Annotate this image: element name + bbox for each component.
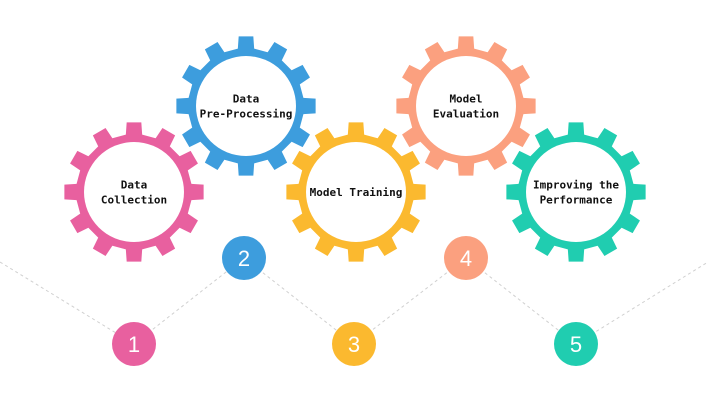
step-marker-1: 1 <box>112 322 156 366</box>
gear-step-3: Model Training <box>286 122 426 262</box>
gear-label-line: Improving the <box>533 179 619 192</box>
gear-label-line: Data <box>121 179 148 192</box>
step-marker-circle <box>554 322 598 366</box>
step-marker-circle <box>444 236 488 280</box>
connector-segment <box>0 261 135 345</box>
gear-label-line: Model <box>449 93 482 106</box>
connector-lines <box>0 257 708 345</box>
gear-label-line: Evaluation <box>433 108 499 121</box>
gear-inner-circle <box>196 56 296 156</box>
step-marker-circle <box>112 322 156 366</box>
gear-label-line: Collection <box>101 194 167 207</box>
step-marker-2: 2 <box>222 236 266 280</box>
step-number: 5 <box>570 332 582 357</box>
connector-segment <box>465 257 577 345</box>
step-marker-circle <box>222 236 266 280</box>
step-marker-5: 5 <box>554 322 598 366</box>
step-number: 3 <box>348 332 360 357</box>
step-markers: 1 2 3 4 5 <box>112 236 598 366</box>
gear-inner-circle <box>84 142 184 242</box>
gear-label-line: Performance <box>540 194 613 207</box>
step-number: 4 <box>460 246 472 271</box>
step-marker-3: 3 <box>332 322 376 366</box>
connector-segment <box>243 257 355 345</box>
connector-segment <box>133 257 245 345</box>
gear-label-line: Model Training <box>310 186 403 199</box>
step-marker-circle <box>332 322 376 366</box>
gear-label-line: Data <box>233 93 260 106</box>
gear-inner-circle <box>526 142 626 242</box>
step-marker-4: 4 <box>444 236 488 280</box>
step-number: 2 <box>238 246 250 271</box>
connector-segment <box>575 261 708 345</box>
gear-inner-circle <box>416 56 516 156</box>
step-number: 1 <box>128 332 140 357</box>
gear-label-line: Pre-Processing <box>200 108 293 121</box>
gear-inner-circle <box>306 142 406 242</box>
